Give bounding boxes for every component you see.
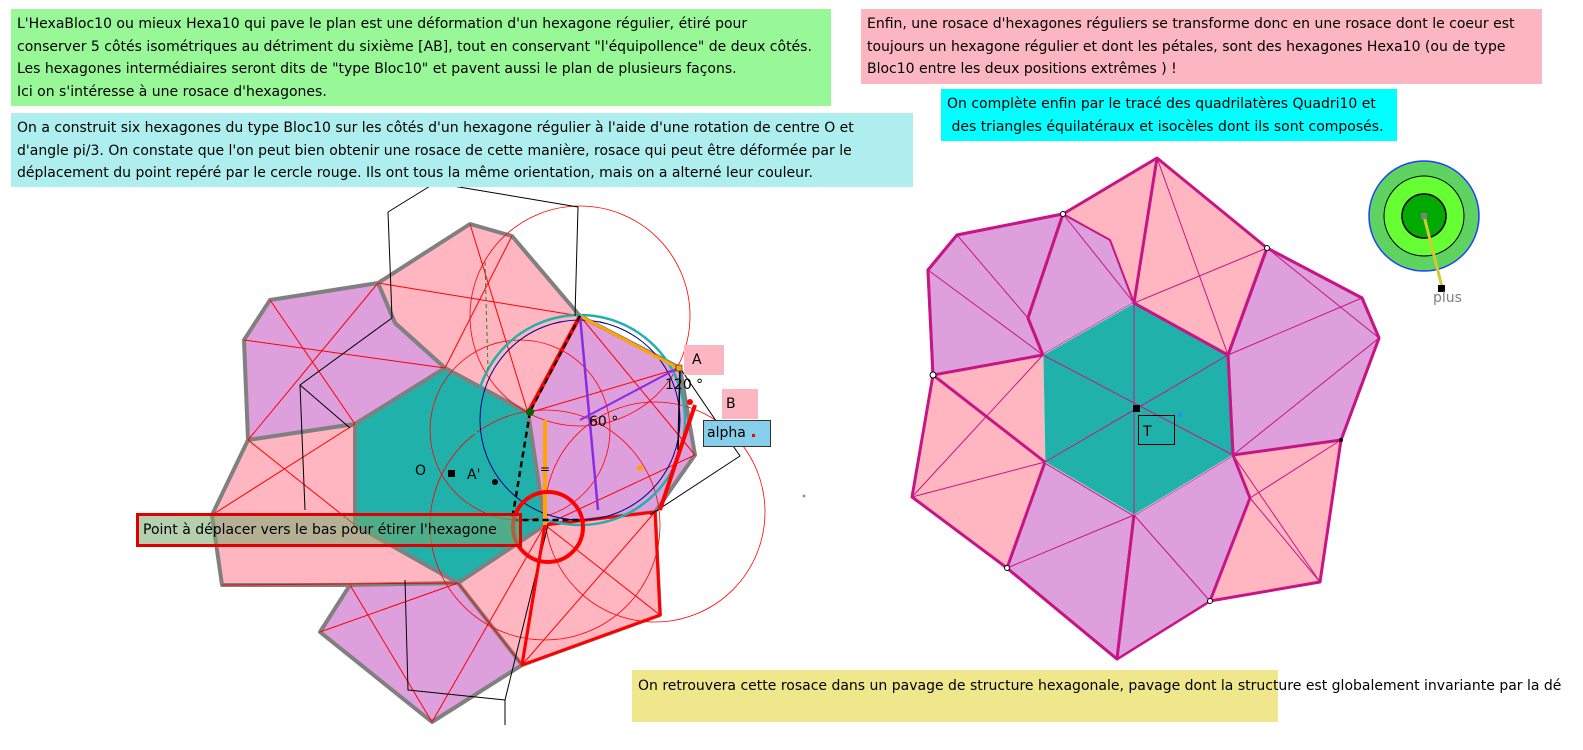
note-line: toujours un hexagone régulier et dont le… <box>867 38 1506 55</box>
note-line: d'angle pi/3. On constate que l'on peut … <box>17 142 852 159</box>
note-line: des triangles équilatéraux et isocèles d… <box>947 118 1384 135</box>
note-line: Les hexagones intermédiaires seront dits… <box>17 61 737 77</box>
label-b: B <box>726 396 736 412</box>
label-alpha: alpha <box>707 425 746 441</box>
alpha-slider[interactable]: alpha <box>703 420 771 447</box>
label-b-box <box>722 389 758 419</box>
note-line: On a construit six hexagones du type Blo… <box>17 120 854 136</box>
note-line: On complète enfin par le tracé des quadr… <box>947 96 1376 112</box>
label-o: O <box>415 463 427 479</box>
note-line: déplacement du point repéré par le cercl… <box>17 165 813 181</box>
plus-widget[interactable] <box>1368 160 1480 292</box>
note-rosace: Enfin, une rosace d'hexagones réguliers … <box>861 9 1542 84</box>
note-line: Ici on s'intéresse à une rosace d'hexago… <box>17 83 327 100</box>
label-a: A <box>692 352 702 368</box>
label-t: T <box>1143 424 1152 440</box>
label-a-box <box>684 345 724 375</box>
note-line: On retrouvera cette rosace dans un pavag… <box>638 678 1562 694</box>
label-plus[interactable]: plus <box>1433 290 1462 306</box>
label-angle-120: 120 ° <box>665 377 704 393</box>
point-o[interactable] <box>448 470 455 477</box>
teal-circle <box>473 313 687 527</box>
note-hexa10-definition: L'HexaBloc10 ou mieux Hexa10 qui pave le… <box>11 9 831 106</box>
note-bloc10-construction: On a construit six hexagones du type Blo… <box>11 113 913 187</box>
label-angle-60: 60 ° <box>589 414 619 430</box>
note-movable-point: Point à déplacer vers le bas pour étirer… <box>136 513 522 547</box>
label-equal-mark: = <box>540 462 551 476</box>
note-line: L'HexaBloc10 ou mieux Hexa10 qui pave le… <box>17 16 748 32</box>
note-line: Bloc10 entre les deux positions extrêmes… <box>867 61 1177 77</box>
note-line: conserver 5 côtés isométriques au détrim… <box>17 38 812 55</box>
left-rosace <box>210 182 806 725</box>
note-line: Enfin, une rosace d'hexagones réguliers … <box>867 16 1515 32</box>
right-rosace <box>910 156 1381 661</box>
label-t-box <box>1138 415 1175 445</box>
point-t[interactable] <box>1133 405 1140 412</box>
left-triangulation <box>211 223 696 723</box>
note-pavage: On retrouvera cette rosace dans un pavag… <box>632 670 1561 722</box>
alpha-point[interactable] <box>752 434 755 437</box>
label-a-prime: A' <box>467 467 481 483</box>
note-line: Point à déplacer vers le bas pour étirer… <box>143 522 497 538</box>
note-quadri10: On complète enfin par le tracé des quadr… <box>941 89 1397 141</box>
